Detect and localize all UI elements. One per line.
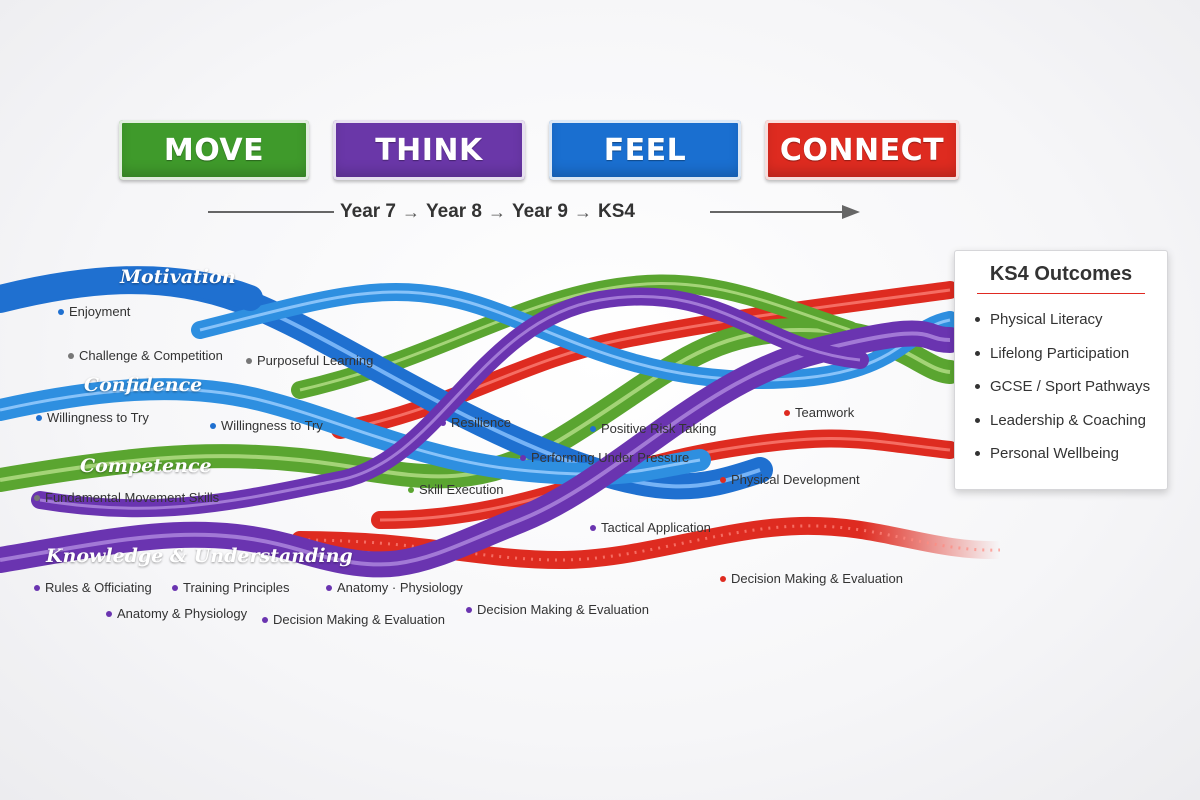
dot-icon	[262, 616, 268, 623]
label-performing-pressure: Performing Under Pressure	[520, 450, 689, 465]
strand-motivation: Motivation	[120, 266, 236, 288]
outcome-item: Physical Literacy	[975, 311, 1150, 345]
bullet-icon	[975, 317, 980, 322]
rope-purple	[0, 287, 963, 578]
dot-icon	[466, 606, 472, 613]
feel-box: FEEL	[549, 120, 741, 180]
label-decision-making-2: Decision Making & Evaluation	[262, 612, 445, 627]
label-decision-making-red: Decision Making & Evaluation	[720, 571, 903, 586]
bullet-icon	[975, 384, 980, 389]
label-teamwork: Teamwork	[784, 405, 854, 420]
label-tactical-application: Tactical Application	[590, 520, 711, 535]
label-rules-officiating: Rules & Officiating	[34, 580, 152, 595]
strand-competence: Competence	[80, 455, 212, 477]
strand-confidence: Confidence	[84, 374, 203, 396]
timeline-year7: Year 7	[340, 201, 396, 222]
outcome-item: Lifelong Participation	[975, 345, 1150, 379]
dot-icon	[210, 422, 216, 429]
label-resilience: Resilience	[440, 415, 511, 430]
label-challenge: Challenge & Competition	[68, 348, 223, 363]
label-decision-making-purple: Decision Making & Evaluation	[466, 602, 649, 617]
label-enjoyment: Enjoyment	[58, 304, 130, 319]
label-anatomy-physiology-1: Anatomy · Physiology	[326, 580, 463, 595]
dot-icon	[520, 454, 526, 461]
label-anatomy-physiology-2: Anatomy & Physiology	[106, 606, 247, 621]
label-skill-execution: Skill Execution	[408, 482, 504, 497]
label-physical-development: Physical Development	[720, 472, 860, 487]
dot-icon	[720, 476, 726, 483]
strand-knowledge: Knowledge & Understanding	[46, 545, 353, 567]
dot-icon	[106, 610, 112, 617]
outcome-item: Leadership & Coaching	[975, 412, 1150, 446]
bullet-icon	[975, 451, 980, 456]
timeline-ks4: KS4	[598, 201, 635, 222]
dot-icon	[440, 419, 446, 426]
outcomes-list: Physical Literacy Lifelong Participation…	[975, 311, 1150, 479]
timeline: Year 7 → Year 8 → Year 9 → KS4	[340, 196, 635, 228]
label-willingness-1: Willingness to Try	[36, 410, 149, 425]
dot-icon	[590, 425, 596, 432]
dot-icon	[590, 524, 596, 531]
move-box: MOVE	[119, 120, 309, 180]
ks4-outcomes-panel: KS4 Outcomes Physical Literacy Lifelong …	[954, 250, 1168, 490]
connect-box: CONNECT	[765, 120, 959, 180]
dot-icon	[34, 494, 40, 501]
dot-icon	[34, 584, 40, 591]
timeline-arrow-icon: →	[488, 201, 506, 222]
bullet-icon	[975, 350, 980, 356]
timeline-arrow-icon: →	[574, 201, 592, 222]
bullet-icon	[975, 417, 980, 423]
dot-icon	[36, 414, 42, 421]
dot-icon	[408, 486, 414, 493]
label-willingness-2: Willingness to Try	[210, 418, 323, 433]
timeline-year8: Year 8	[426, 201, 482, 222]
dot-icon	[172, 584, 178, 591]
timeline-year9: Year 9	[512, 201, 568, 222]
timeline-arrow-icon: →	[402, 201, 420, 222]
dot-icon	[720, 575, 726, 582]
dot-icon	[784, 409, 790, 416]
think-box: THINK	[333, 120, 525, 180]
dot-icon	[68, 352, 74, 359]
dot-icon	[58, 308, 64, 315]
rope-blue-front	[0, 266, 263, 311]
dot-icon	[326, 584, 332, 591]
label-purposeful-learning: Purposeful Learning	[246, 353, 373, 368]
outcome-item: GCSE / Sport Pathways	[975, 378, 1150, 412]
rope-red-mid	[371, 429, 959, 529]
outcome-item: Personal Wellbeing	[975, 445, 1150, 479]
dot-icon	[246, 357, 252, 364]
outcomes-divider	[977, 293, 1145, 294]
label-fundamental-skills: Fundamental Movement Skills	[34, 490, 219, 505]
label-training-principles: Training Principles	[172, 580, 289, 595]
label-positive-risk: Positive Risk Taking	[590, 421, 716, 436]
outcomes-title: KS4 Outcomes	[989, 263, 1133, 285]
